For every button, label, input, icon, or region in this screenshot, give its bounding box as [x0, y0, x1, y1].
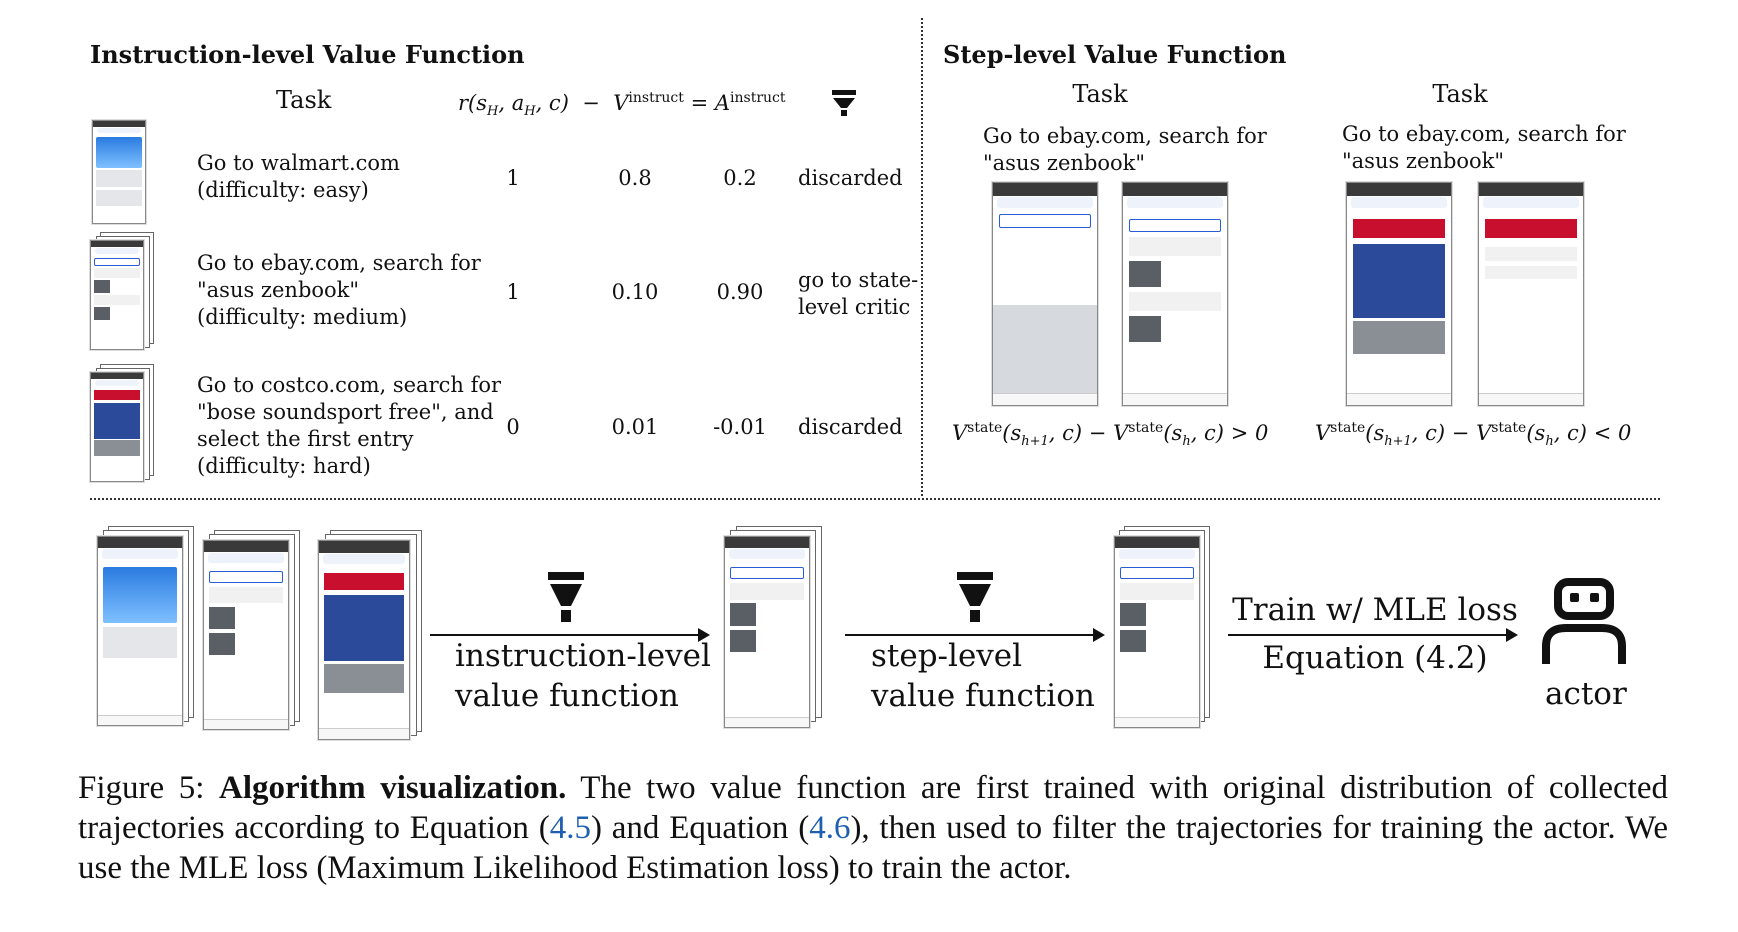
ebay-trajectory-stack — [203, 540, 289, 730]
step-level-title: Step-level Value Function — [943, 40, 1287, 69]
instruction-formula: r(sH, aH, c) − Vinstruct = Ainstruct — [458, 90, 786, 120]
advantage-value: 0.90 — [716, 279, 764, 304]
task-text: Go to costco.com, search for"bose sounds… — [197, 373, 502, 478]
arrow-to-actor — [1228, 628, 1518, 642]
robot-icon — [1542, 578, 1626, 664]
step-formula-negative: Vstate(sh+1, c) − Vstate(sh, c) < 0 — [1315, 420, 1632, 450]
step-formula-positive: Vstate(sh+1, c) − Vstate(sh, c) > 0 — [952, 420, 1269, 450]
task-text: Go to ebay.com, search for"asus zenbook"… — [197, 251, 481, 329]
caption-bold: Algorithm visualization. — [218, 770, 567, 806]
task-text: Go to walmart.com(difficulty: easy) — [197, 151, 400, 202]
filter-result: go to state-level critic — [798, 267, 919, 319]
funnel-icon — [548, 572, 584, 622]
arrow-to-stage2 — [845, 628, 1105, 642]
walmart-trajectory-stack — [97, 536, 183, 726]
section-divider — [90, 498, 1660, 500]
costco-home-screenshot — [1346, 182, 1452, 406]
figure-caption: Figure 5: Algorithm visualization. The t… — [78, 770, 1668, 886]
filtered-step-stack — [1114, 536, 1200, 728]
ebay-screenshot-stack — [90, 240, 144, 350]
costco-warehouse-screenshot — [1478, 182, 1584, 406]
actor-label: actor — [1545, 676, 1627, 712]
equation-ref-4-6[interactable]: 4.6 — [809, 810, 851, 846]
funnel-icon — [832, 90, 856, 116]
reward-value: 1 — [506, 166, 520, 190]
advantage-value: -0.01 — [713, 415, 767, 439]
value-estimate: 0.10 — [611, 279, 659, 304]
reward-value: 0 — [506, 415, 520, 439]
step-task-1: Go to ebay.com, search for"asus zenbook" — [983, 124, 1267, 175]
caption-figure-number: Figure 5: — [78, 770, 205, 806]
value-estimate: 0.8 — [618, 166, 652, 190]
ebay-results-screenshot — [1122, 182, 1228, 406]
train-label: Train w/ MLE loss — [1232, 592, 1518, 628]
task-header-1: Task — [1072, 80, 1128, 108]
funnel-icon — [957, 572, 993, 622]
arrow-to-stage1 — [430, 628, 710, 642]
costco-trajectory-stack — [318, 540, 410, 740]
task-header-2: Task — [1432, 80, 1488, 108]
value-estimate: 0.01 — [611, 415, 659, 439]
reward-value: 1 — [506, 279, 520, 304]
step-task-2: Go to ebay.com, search for"asus zenbook" — [1342, 122, 1626, 173]
walmart-screenshot — [92, 120, 146, 224]
filtered-ebay-stack — [724, 536, 810, 728]
costco-screenshot-stack — [90, 372, 144, 482]
panel-divider — [921, 18, 923, 496]
task-header: Task — [276, 86, 332, 114]
filter-result: discarded — [798, 415, 903, 439]
filter-result: discarded — [798, 166, 903, 190]
ebay-search-keyboard-screenshot — [992, 182, 1098, 406]
advantage-value: 0.2 — [723, 166, 757, 190]
equation-label: Equation (4.2) — [1262, 640, 1488, 676]
instruction-level-title: Instruction-level Value Function — [90, 40, 525, 69]
equation-ref-4-5[interactable]: 4.5 — [549, 810, 591, 846]
